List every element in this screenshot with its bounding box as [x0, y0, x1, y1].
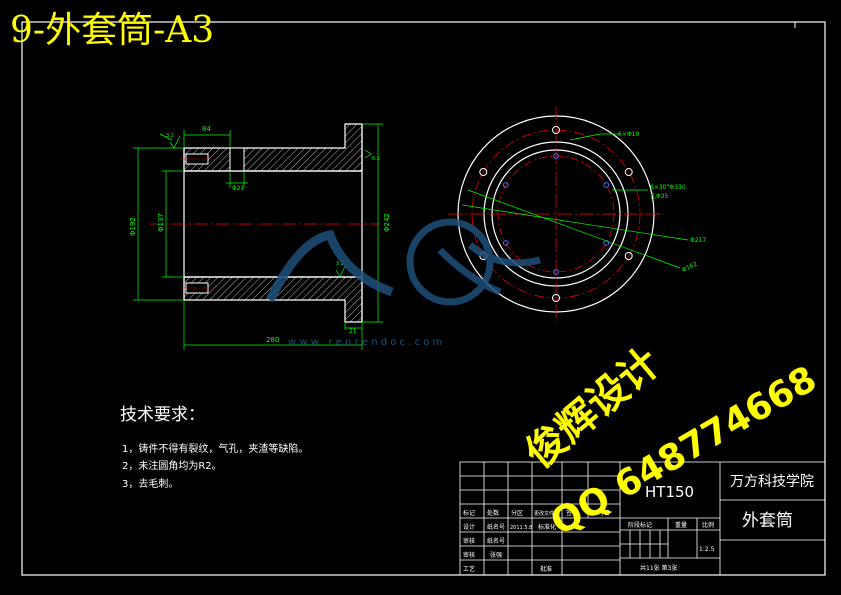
inner-circle	[491, 149, 621, 279]
tech-req-title: 技术要求：	[120, 405, 205, 425]
tech-requirements: 技术要求： 1，铸件不得有裂纹，气孔，夹渣等缺陷。 2，未注圆角均为R2。 3，…	[120, 405, 308, 490]
tb-check-name: 纸名号	[487, 537, 505, 545]
tb-check: 审核	[463, 537, 475, 545]
dim-groove: Φ21	[232, 185, 245, 192]
front-view: 84 280 Φ21 21 Φ192 Φ137 Φ242 3.2 3.2 6.3	[129, 123, 391, 350]
tb-h-count: 处数	[487, 509, 499, 517]
title-block-text: HT150 万方科技学院 外套筒 1:2.5 共11张 第3张 阶段标记 重量 …	[463, 474, 814, 573]
dim-bottom-small: 21	[349, 328, 357, 335]
tech-req-item-3: 3，去毛刺。	[122, 478, 178, 490]
tb-process: 工艺	[463, 565, 475, 573]
tb-weight: 重量	[675, 521, 687, 529]
tb-reviewer: 张强	[490, 551, 502, 559]
tb-scale: 1:2.5	[699, 546, 715, 553]
tb-ratio: 比例	[702, 521, 714, 529]
tb-material: HT150	[645, 483, 694, 501]
tb-sheet-info: 共11张 第3张	[640, 564, 677, 572]
drawing-border	[21, 21, 826, 576]
side-view: 6×Φ10 6×30°Φ330 孔Φ35 Φ217 Φ162	[448, 106, 706, 322]
tb-h-sign: 签名	[566, 509, 578, 517]
sheet-title: 9-外套筒-A3	[10, 10, 214, 51]
tech-req-item-1: 1，铸件不得有裂纹，气孔，夹渣等缺陷。	[122, 442, 308, 455]
roughness-bottom: 3.2	[336, 261, 344, 267]
tb-approve: 批准	[540, 565, 552, 573]
upper-groove	[229, 147, 245, 172]
tb-designer: 纸名号	[487, 523, 505, 531]
dim-flange-dia: Φ242	[383, 213, 391, 232]
dim-bore-dia: Φ137	[157, 213, 165, 232]
dim-outer-dia: Φ192	[129, 217, 137, 236]
tb-std: 标准化	[538, 523, 556, 531]
label-holes-note: 孔Φ35	[650, 192, 669, 200]
pcd-circle	[471, 129, 641, 299]
watermark-logo	[265, 218, 541, 306]
label-pcd: Φ217	[690, 237, 706, 244]
dim-flange-width: 84	[202, 125, 211, 133]
title-block	[459, 461, 826, 576]
tb-school: 万方科技学院	[730, 474, 814, 490]
tb-h-date: 年月日	[592, 509, 610, 517]
roughness-top: 3.2	[166, 133, 174, 139]
tb-h-file: 更改文件号	[534, 510, 559, 517]
tb-h-zone: 分区	[511, 509, 523, 517]
tb-part-name: 外套筒	[742, 511, 793, 531]
tb-stage-mark: 阶段标记	[628, 521, 652, 529]
label-holes: 6×Φ10	[618, 131, 639, 138]
roughness-right: 6.3	[372, 156, 380, 162]
label-holes-pattern: 6×30°Φ330	[650, 184, 686, 191]
watermark-site: w w w . r e n r e n d o c . c o m	[288, 337, 442, 348]
tb-date: 2011.5.8	[510, 525, 532, 531]
tb-review: 审核	[463, 551, 475, 559]
tb-h-mark: 标记	[463, 509, 475, 517]
tb-design: 设计	[463, 523, 475, 531]
dim-total-length: 280	[266, 336, 279, 344]
label-outer: Φ162	[681, 261, 699, 274]
tech-req-item-2: 2，未注圆角均为R2。	[122, 459, 222, 472]
